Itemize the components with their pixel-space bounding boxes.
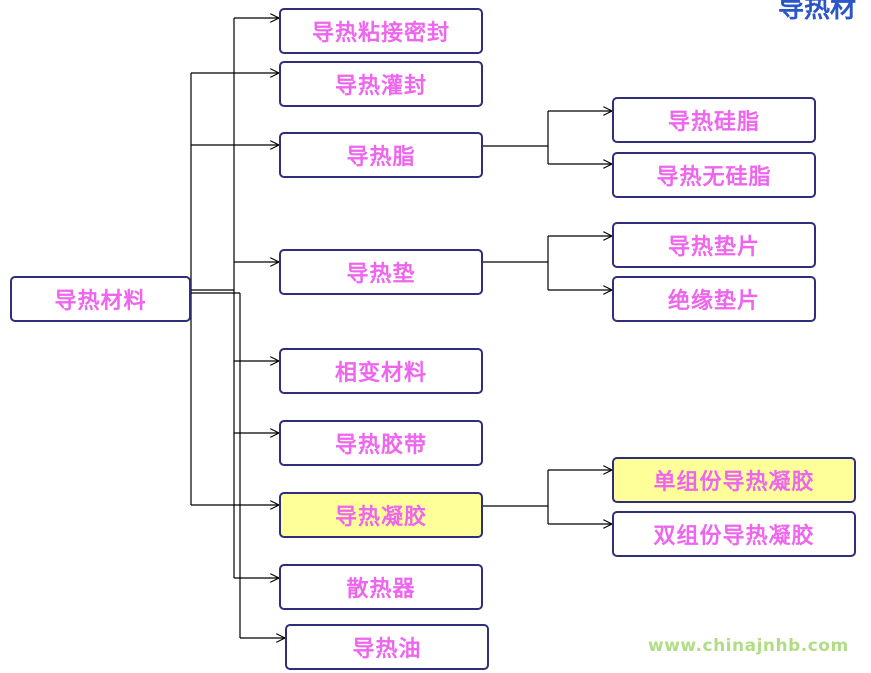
branch-label: 导热油 bbox=[352, 637, 422, 662]
branch-label: 导热灌封 bbox=[334, 74, 427, 99]
leaf-label: 绝缘垫片 bbox=[667, 289, 760, 314]
leaf-node-single-component-gel: 单组份导热凝胶 bbox=[612, 457, 856, 503]
leaf-node-silicone-free-grease: 导热无硅脂 bbox=[612, 152, 816, 198]
branch-label: 导热凝胶 bbox=[334, 505, 427, 530]
leaf-label: 单组份导热凝胶 bbox=[653, 470, 815, 495]
watermark-text: www.chinajnhb.com bbox=[648, 636, 849, 656]
leaf-node-silicone-grease: 导热硅脂 bbox=[612, 97, 816, 143]
root-node: 导热材料 bbox=[10, 276, 191, 322]
branch-label: 导热胶带 bbox=[334, 433, 427, 458]
branch-label: 导热脂 bbox=[346, 145, 416, 170]
leaf-label: 双组份导热凝胶 bbox=[653, 524, 815, 549]
branch-node-grease: 导热脂 bbox=[279, 132, 483, 178]
leaf-node-two-component-gel: 双组份导热凝胶 bbox=[612, 511, 856, 557]
branch-node-tape: 导热胶带 bbox=[279, 420, 483, 466]
branch-node-heatsink: 散热器 bbox=[279, 564, 483, 610]
leaf-node-thermal-pad: 导热垫片 bbox=[612, 222, 816, 268]
leaf-label: 导热无硅脂 bbox=[656, 165, 772, 190]
branch-node-pad: 导热垫 bbox=[279, 249, 483, 295]
branch-label: 导热垫 bbox=[346, 262, 416, 287]
branch-node-oil: 导热油 bbox=[285, 624, 489, 670]
leaf-label: 导热硅脂 bbox=[667, 110, 760, 135]
leaf-label: 导热垫片 bbox=[667, 235, 760, 260]
branch-node-phase-change: 相变材料 bbox=[279, 348, 483, 394]
leaf-node-insulating-pad: 绝缘垫片 bbox=[612, 276, 816, 322]
branch-label: 相变材料 bbox=[334, 361, 427, 386]
branch-label: 散热器 bbox=[346, 577, 416, 602]
corner-title-fragment: 导热材 bbox=[778, 0, 857, 24]
root-node-label: 导热材料 bbox=[54, 289, 147, 314]
branch-label: 导热粘接密封 bbox=[311, 21, 450, 46]
branch-node-gel: 导热凝胶 bbox=[279, 492, 483, 538]
branch-node-potting: 导热灌封 bbox=[279, 61, 483, 107]
branch-node-adhesive-seal: 导热粘接密封 bbox=[279, 8, 483, 54]
